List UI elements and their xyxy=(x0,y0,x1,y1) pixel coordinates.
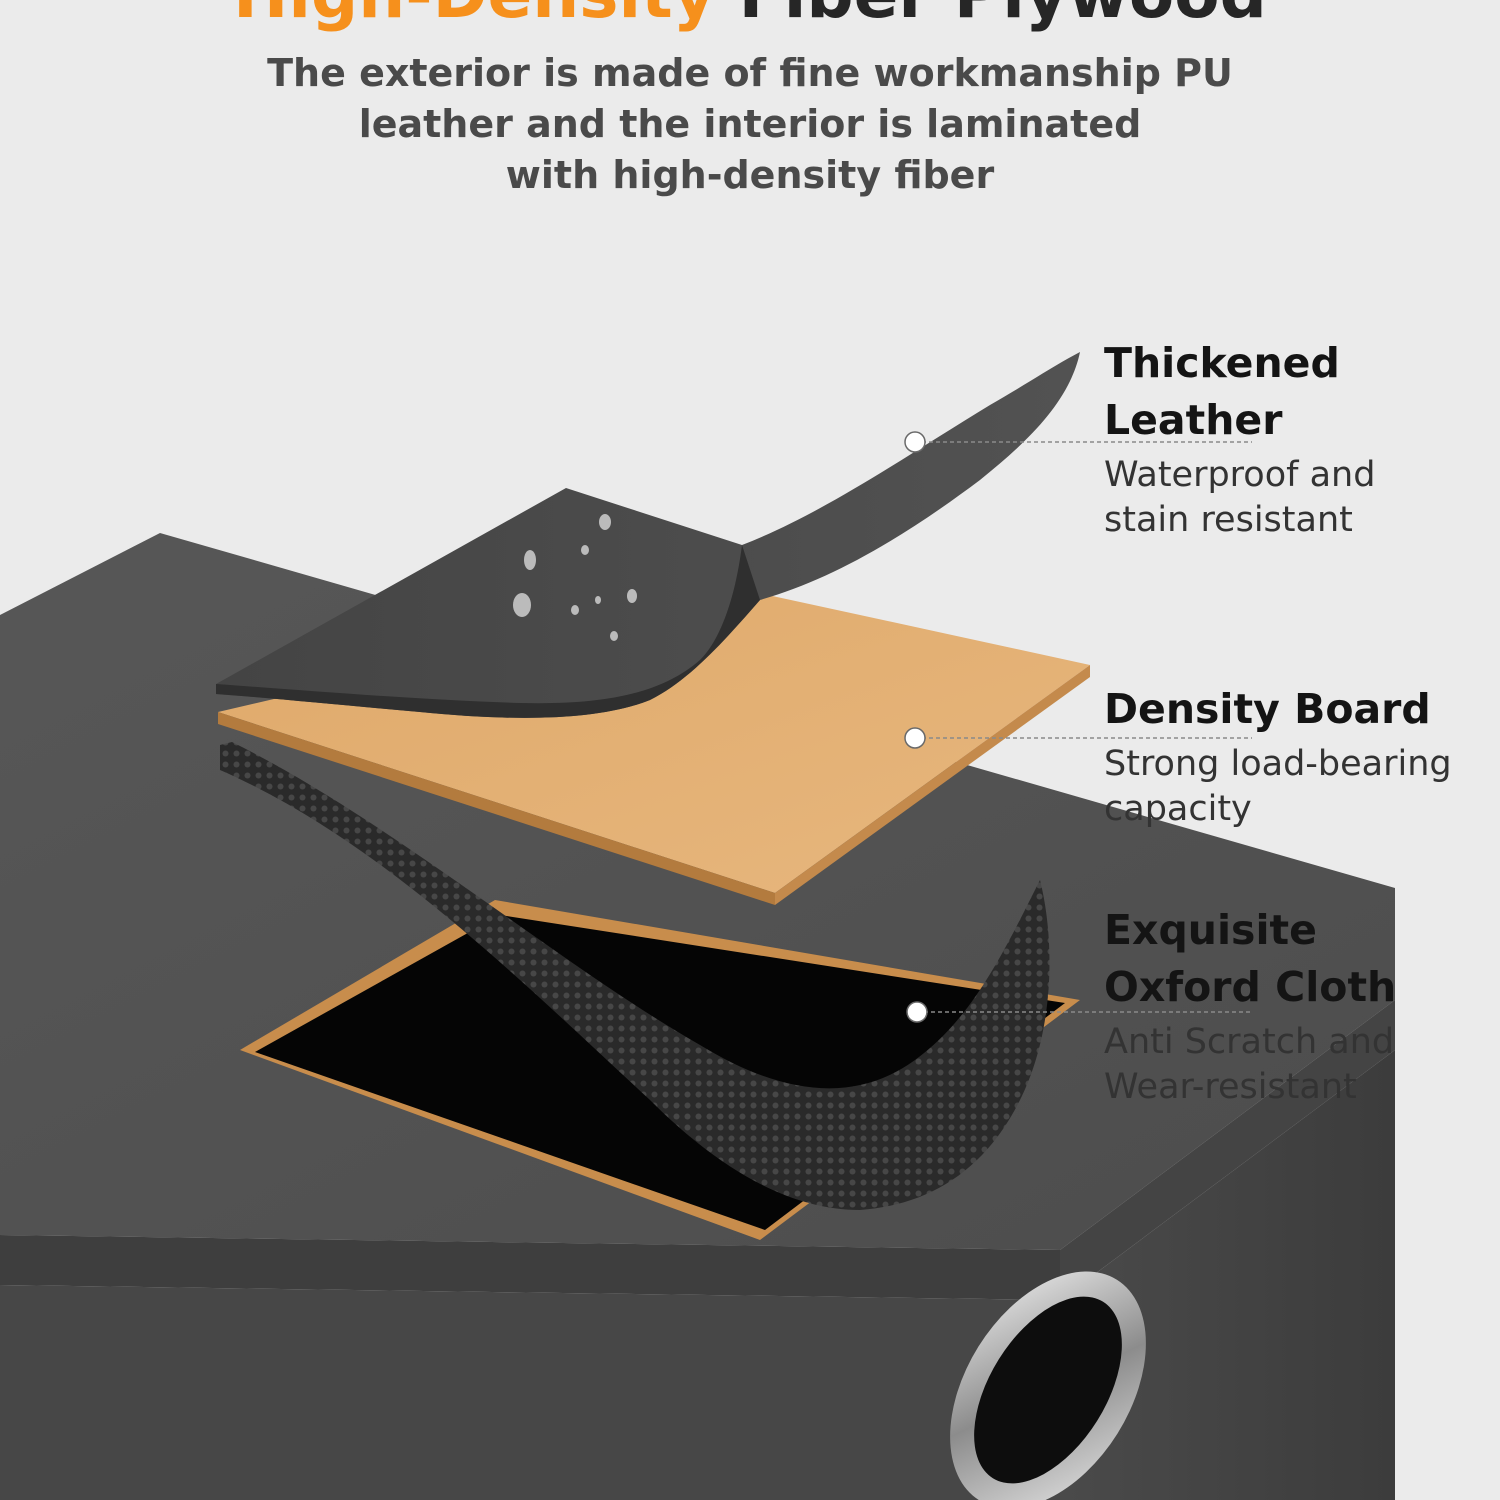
box-side xyxy=(1060,1050,1395,1500)
callout-title-line: Oxford Cloth xyxy=(1104,963,1397,1011)
callout-desc-line: Anti Scratch and xyxy=(1104,1022,1395,1062)
callout-desc-line: Waterproof and xyxy=(1104,455,1376,495)
callout-desc-line: capacity xyxy=(1104,789,1252,829)
box-lid-front-edge xyxy=(0,1235,1060,1300)
handle-icon xyxy=(950,1271,1146,1500)
box-front xyxy=(0,1285,1060,1500)
callout-description: Waterproof and stain resistant xyxy=(1104,453,1375,543)
subtitle: The exterior is made of fine workmanship… xyxy=(250,48,1250,201)
subtitle-line: with high-density fiber xyxy=(505,153,995,197)
subtitle-line: The exterior is made of fine workmanship… xyxy=(267,51,1233,95)
callout-density-board: Density Board Strong load-bearing capaci… xyxy=(1104,681,1452,832)
callout-title: Exquisite Oxford Cloth xyxy=(1104,902,1396,1016)
callout-title: Density Board xyxy=(1104,681,1452,738)
oxford-cloth-layer xyxy=(220,742,1050,1210)
headline-rest: Fiber Plywood xyxy=(739,0,1267,33)
box-lid-right-edge xyxy=(1060,1000,1395,1300)
callout-leaders xyxy=(904,431,1252,1023)
callout-title: Thickened Leather xyxy=(1104,335,1375,449)
callout-description: Strong load-bearing capacity xyxy=(1104,742,1452,832)
marker-board xyxy=(904,727,926,749)
water-drops xyxy=(513,514,637,641)
headline: High-Density Fiber Plywood xyxy=(0,0,1500,28)
marker-cloth xyxy=(906,1001,928,1023)
callout-description: Anti Scratch and Wear-resistant xyxy=(1104,1020,1396,1110)
callout-desc-line: stain resistant xyxy=(1104,500,1353,540)
callout-desc-line: Wear-resistant xyxy=(1104,1067,1357,1107)
callout-title-line: Exquisite xyxy=(1104,906,1317,954)
leather-layer xyxy=(216,352,1080,718)
callout-title-line: Leather xyxy=(1104,396,1283,444)
callout-desc-line: Strong load-bearing xyxy=(1104,744,1452,784)
callout-oxford-cloth: Exquisite Oxford Cloth Anti Scratch and … xyxy=(1104,902,1396,1110)
marker-leather xyxy=(904,431,926,453)
headline-accent: High-Density xyxy=(233,0,716,33)
callout-thickened-leather: Thickened Leather Waterproof and stain r… xyxy=(1104,335,1375,543)
callout-title-line: Density Board xyxy=(1104,685,1431,733)
callout-title-line: Thickened xyxy=(1104,339,1340,387)
subtitle-line: leather and the interior is laminated xyxy=(358,102,1142,146)
